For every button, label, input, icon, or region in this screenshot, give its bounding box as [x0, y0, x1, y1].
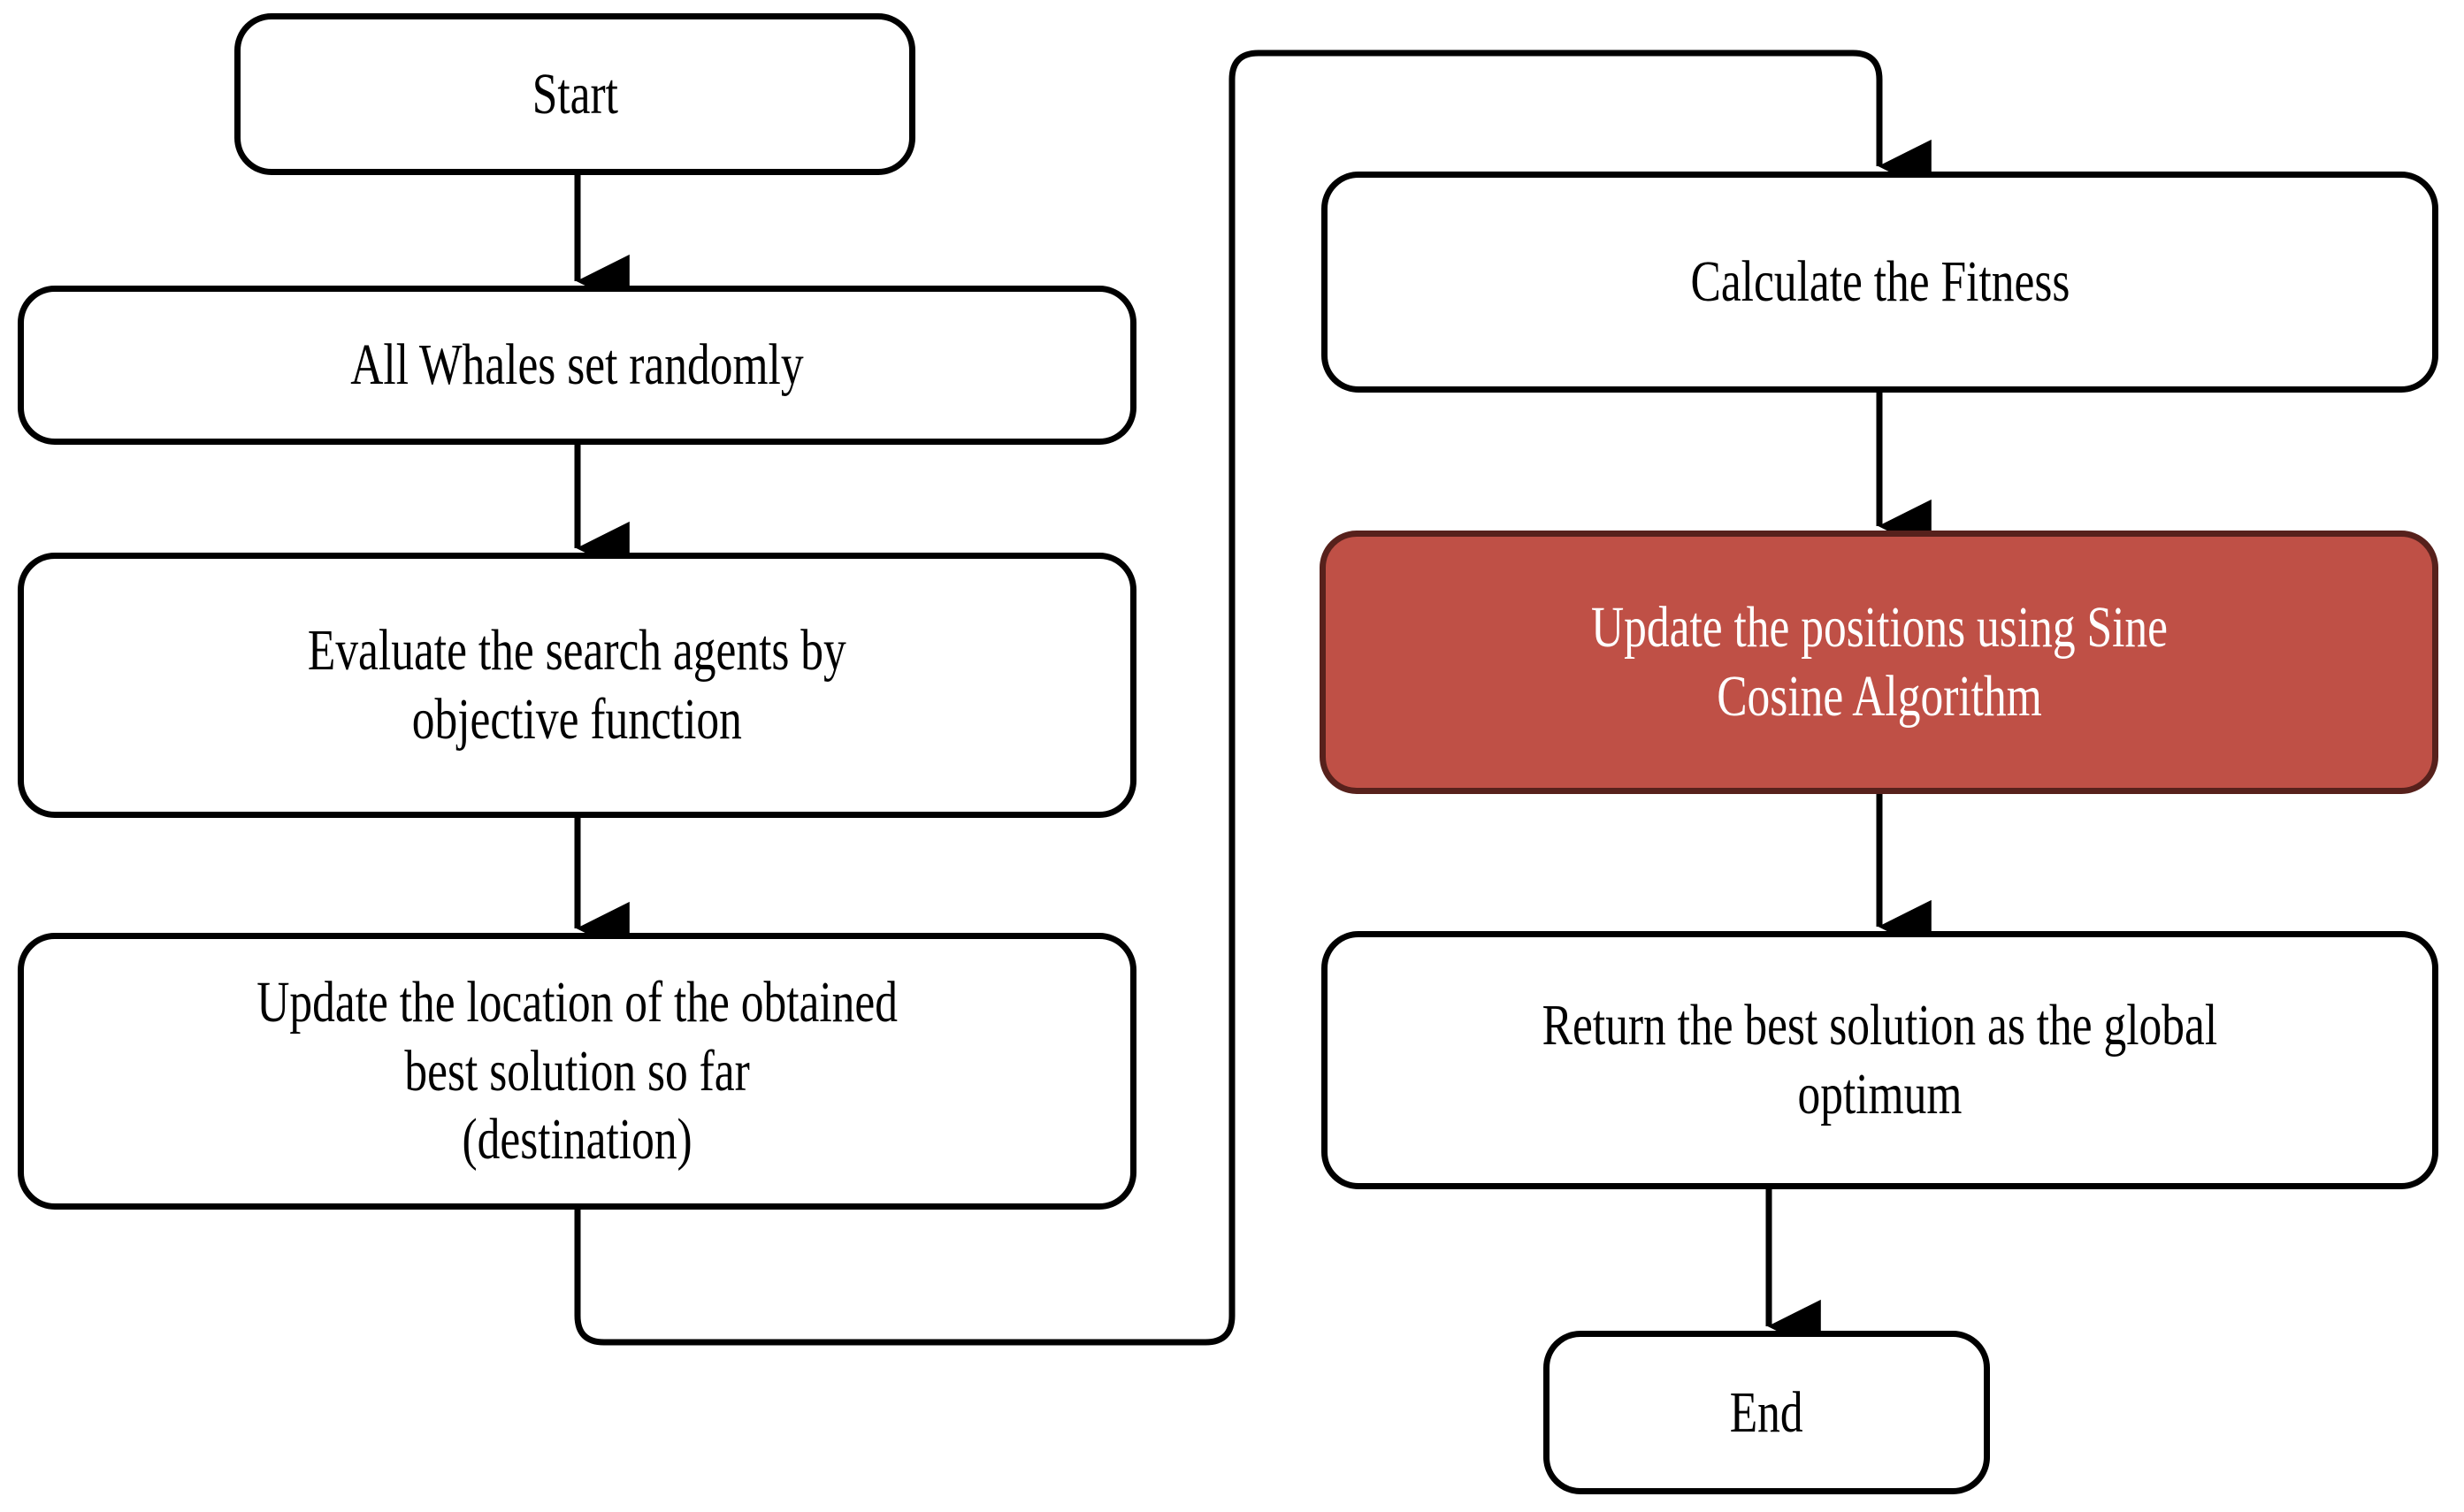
node-calculate-the-fitness-label: Calculate the Fitness	[1690, 249, 2070, 315]
node-update-positions-sine-cosine-label: Update the positions using Sine Cosine A…	[1590, 595, 2168, 729]
node-return-best-solution-label: Return the best solution as the global o…	[1542, 993, 2218, 1126]
node-update-positions-sine-cosine[interactable]: Update the positions using Sine Cosine A…	[1320, 531, 2438, 794]
node-start-label: Start	[532, 61, 618, 126]
node-update-location-best-solution[interactable]: Update the location of the obtained best…	[18, 933, 1136, 1210]
node-return-best-solution[interactable]: Return the best solution as the global o…	[1321, 931, 2438, 1189]
node-calculate-the-fitness[interactable]: Calculate the Fitness	[1321, 172, 2438, 393]
node-evaluate-search-agents[interactable]: Evaluate the search agents by objective …	[18, 553, 1136, 818]
node-evaluate-search-agents-label: Evaluate the search agents by objective …	[308, 618, 846, 752]
node-all-whales-set-randomly[interactable]: All Whales set randomly	[18, 286, 1136, 445]
node-end[interactable]: End	[1543, 1331, 1990, 1494]
node-update-location-best-solution-label: Update the location of the obtained best…	[256, 969, 898, 1172]
node-all-whales-set-randomly-label: All Whales set randomly	[350, 332, 804, 398]
node-start[interactable]: Start	[234, 13, 915, 175]
node-end-label: End	[1730, 1379, 1803, 1445]
